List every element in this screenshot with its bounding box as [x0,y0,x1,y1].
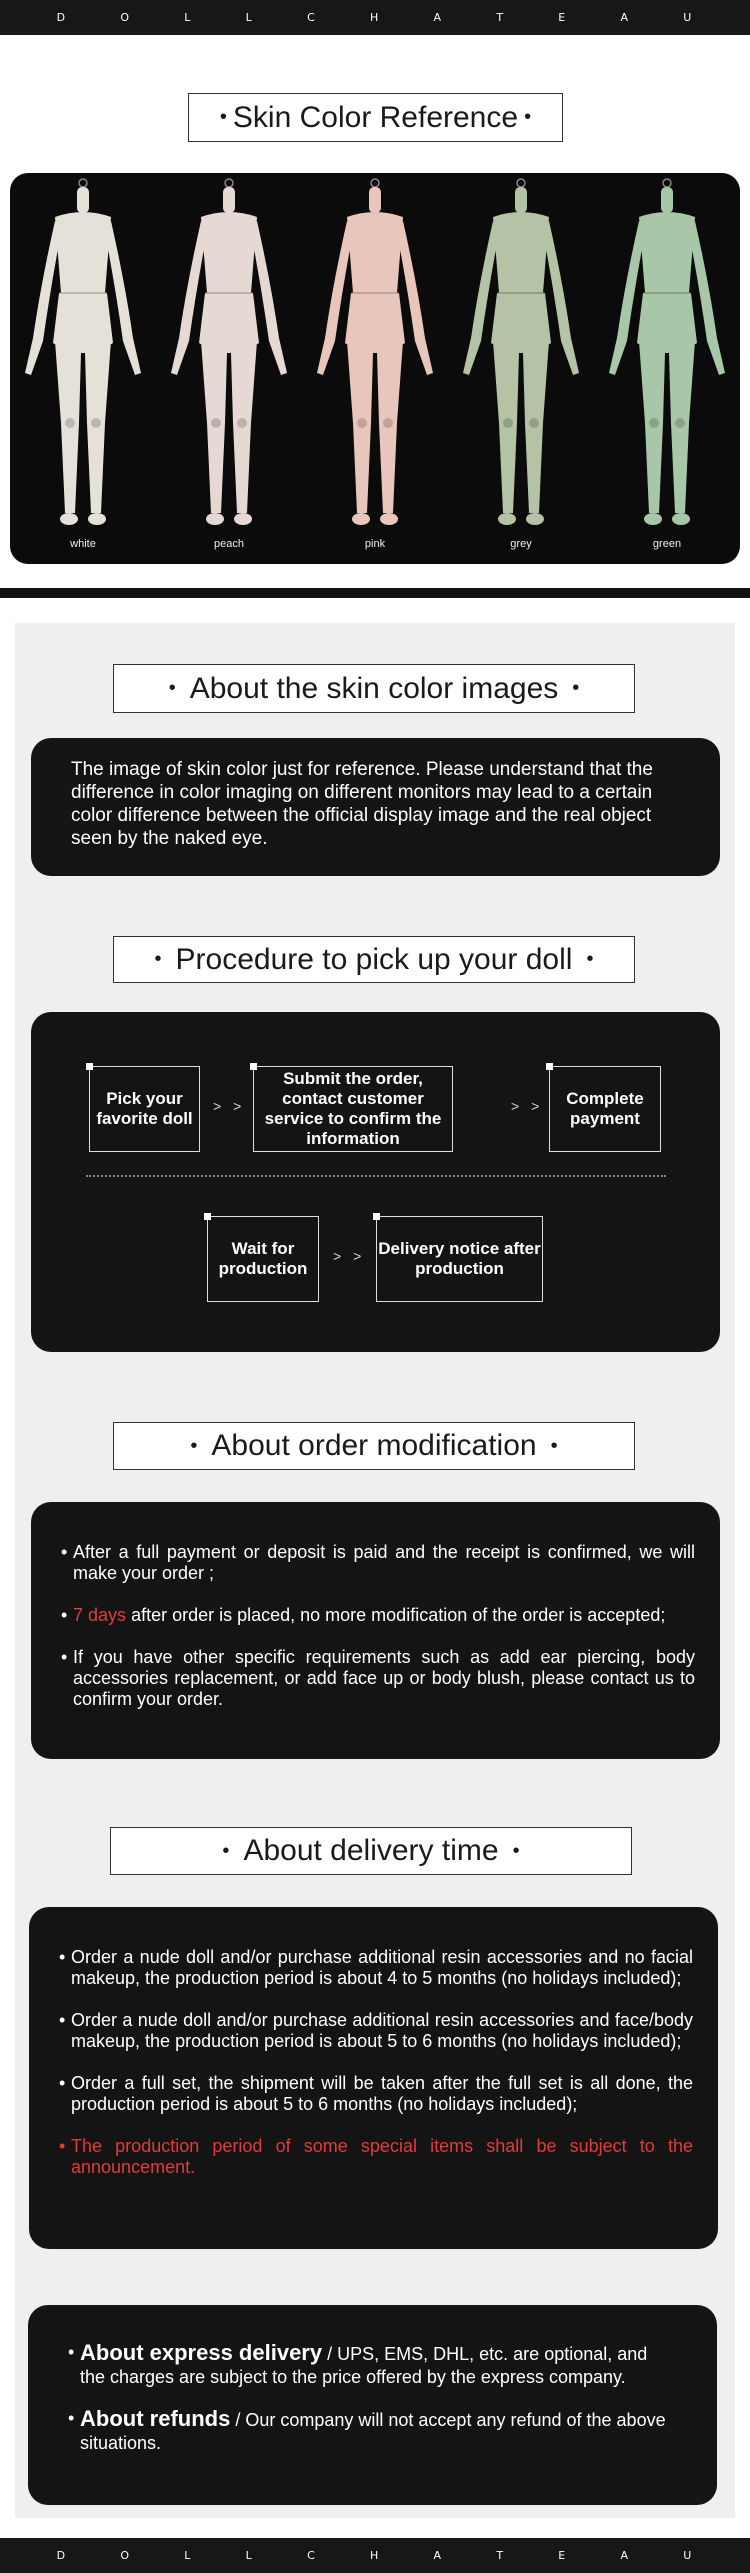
doll-figure-grey [463,178,579,525]
brand-letter: E [558,2549,568,2562]
procedure-title: • Procedure to pick up your doll • [113,936,635,983]
brand-letter: L [245,2549,254,2562]
procedure-dotted-divider [86,1175,666,1177]
step-label: Pick your favorite doll [96,1089,193,1128]
refund-policy: About refunds / Our company will not acc… [68,2407,677,2455]
delivery-item: Order a full set, the shipment will be t… [59,2073,693,2115]
step-label: Complete payment [566,1089,644,1128]
delivery-item: Order a nude doll and/or purchase additi… [59,2010,693,2052]
modification-item: After a full payment or deposit is paid … [61,1542,695,1584]
modification-item: If you have other specific requirements … [61,1647,695,1710]
brand-header-bar: D O L L C H A T E A U [0,0,750,35]
brand-letter: E [558,11,568,24]
step-arrow: > > [213,1098,246,1114]
brand-letter: D [56,2549,68,2562]
doll-label-peach: peach [214,538,244,550]
brand-letter: A [620,2549,631,2562]
policies-card: About express delivery / UPS, EMS, DHL, … [28,2305,717,2505]
delivery-notice: The production period of some special it… [59,2136,693,2178]
procedure-card: Pick your favorite doll > > Submit the o… [31,1012,720,1352]
brand-letter: A [620,11,631,24]
brand-letter: A [433,11,444,24]
refund-title: About refunds [80,2406,231,2431]
about-skin-text: The image of skin color just for referen… [71,759,653,849]
brand-letter: L [184,11,193,24]
about-skin-card: The image of skin color just for referen… [31,738,720,876]
step-label: Submit the order, contact customer servi… [264,1069,442,1148]
step-arrow: > > [511,1098,544,1114]
skin-color-title-text: Skin Color Reference [232,100,519,134]
brand-letter: U [683,11,694,24]
highlight-days: 7 days [73,1605,127,1625]
step-pick-doll: Pick your favorite doll [86,1063,200,1152]
step-wait-production: Wait for production [204,1213,319,1302]
express-policy: About express delivery / UPS, EMS, DHL, … [68,2341,677,2389]
brand-letter: T [496,2549,506,2562]
doll-label-white: white [70,538,96,550]
step-delivery-notice: Delivery notice after production [373,1213,543,1302]
procedure-title-text: Procedure to pick up your doll [175,942,573,976]
skin-color-doll-image: white peach pink grey green [10,173,740,564]
brand-letter: D [56,11,68,24]
delivery-title: • About delivery time • [110,1827,632,1875]
doll-label-grey: grey [510,538,532,550]
modification-title: • About order modification • [113,1422,635,1470]
about-skin-title: • About the skin color images • [113,664,635,713]
doll-figures [25,178,725,525]
delivery-card: Order a nude doll and/or purchase additi… [29,1907,718,2249]
brand-letter: C [307,11,317,24]
modification-card: After a full payment or deposit is paid … [31,1502,720,1759]
doll-figure-green [609,178,725,525]
brand-letter: U [683,2549,694,2562]
brand-letter: C [307,2549,317,2562]
modification-item: 7 days after order is placed, no more mo… [61,1605,695,1626]
doll-figure-peach [171,178,287,525]
brand-letter: L [184,2549,193,2562]
doll-label-pink: pink [364,538,386,550]
brand-letter: A [433,2549,444,2562]
skin-color-title: • Skin Color Reference • [188,93,563,142]
delivery-title-text: About delivery time [243,1834,499,1867]
brand-letter: H [370,11,381,24]
step-label: Delivery notice after production [378,1239,541,1278]
brand-footer-bar: D O L L C H A T E A U [0,2538,750,2573]
doll-label-green: green [652,538,682,550]
brand-letter: O [120,11,132,24]
step-complete-payment: Complete payment [546,1063,661,1152]
modification-title-text: About order modification [211,1429,537,1462]
doll-figure-white [25,178,141,525]
about-skin-title-text: About the skin color images [189,671,559,705]
brand-letter: O [120,2549,132,2562]
doll-figure-pink [317,178,433,525]
express-title: About express delivery [80,2340,323,2365]
brand-letter: T [496,11,506,24]
refund-text: / Our company will not accept any refund… [80,2410,666,2453]
brand-letter: H [370,2549,381,2562]
delivery-item: Order a nude doll and/or purchase additi… [59,1947,693,1989]
step-submit-order: Submit the order, contact customer servi… [250,1063,453,1152]
brand-letter: L [245,11,254,24]
step-label: Wait for production [218,1239,308,1278]
step-arrow: > > [333,1248,366,1264]
section-divider [0,588,750,598]
express-text: / UPS, EMS, DHL, etc. are optional, and … [80,2344,648,2387]
